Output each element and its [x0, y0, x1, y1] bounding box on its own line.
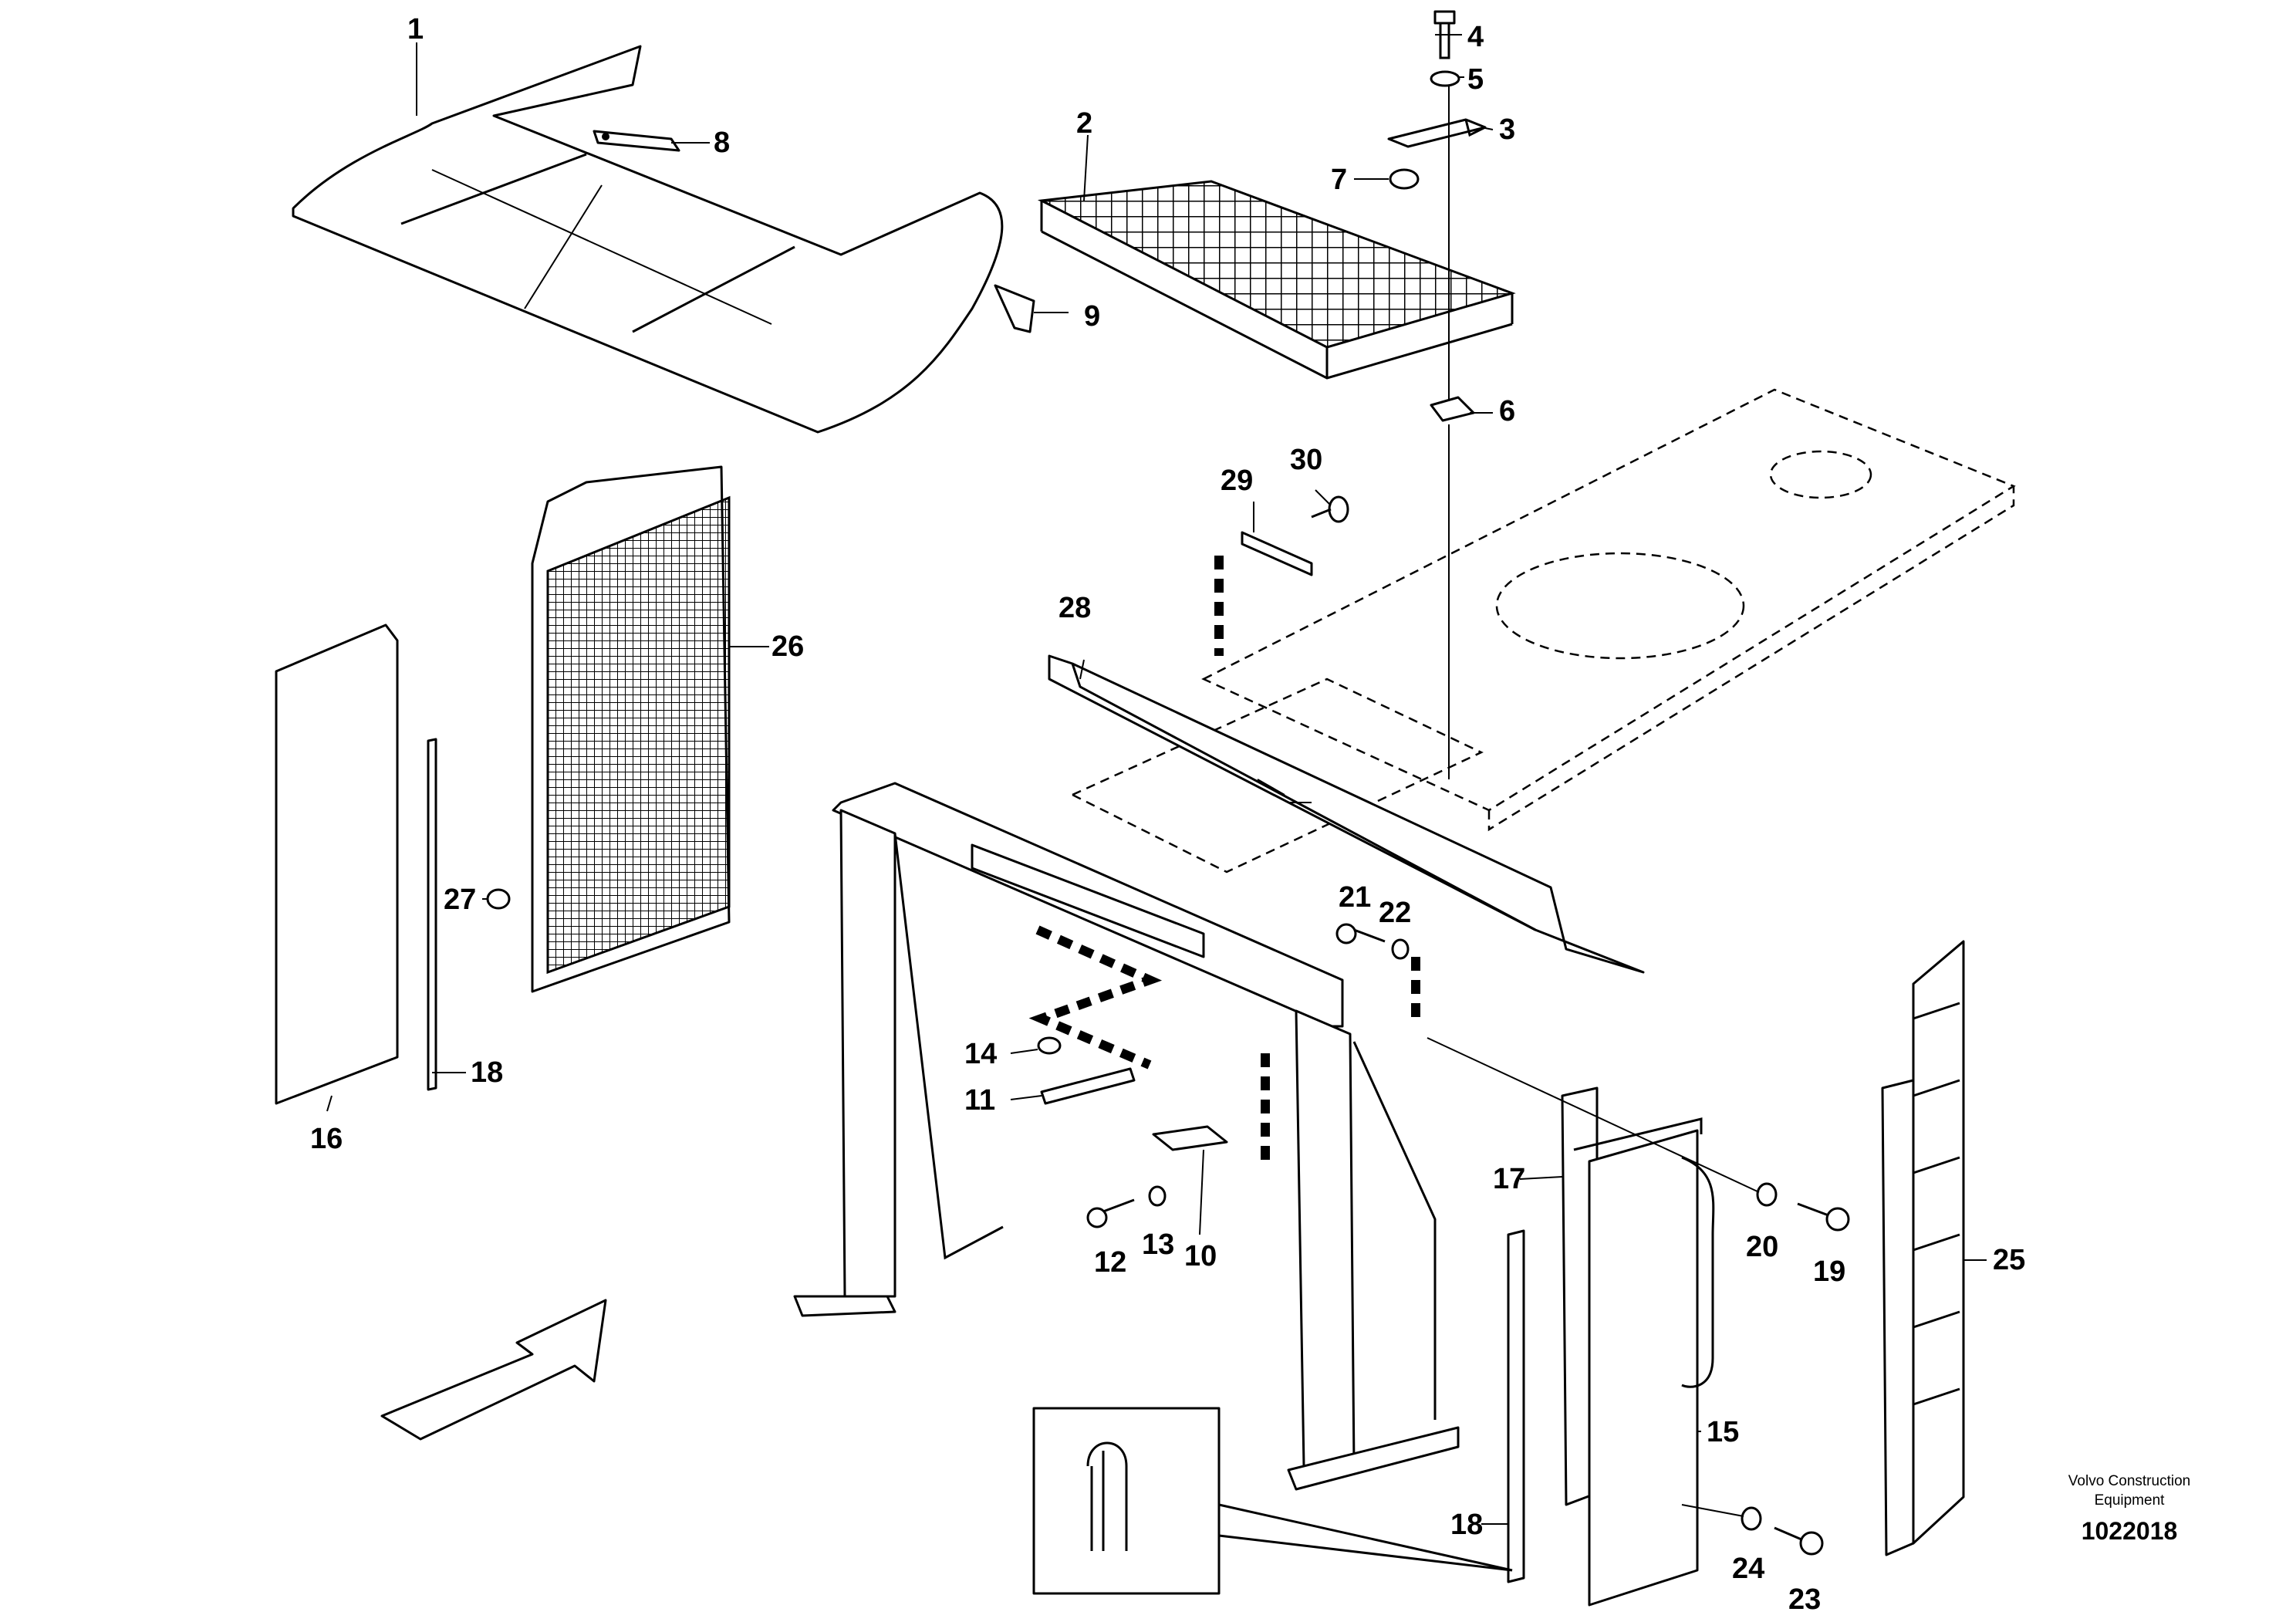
brand-line-2: Equipment: [2095, 1492, 2166, 1509]
document-number: 1022018: [2082, 1517, 2178, 1545]
washer-13: [1148, 1185, 1167, 1207]
callout-16: 16: [310, 1123, 343, 1155]
callout-20: 20: [1746, 1231, 1778, 1263]
assembly-line-24: [1681, 1504, 1744, 1517]
brand-line-1: Volvo Construction: [2068, 1473, 2190, 1489]
callout-18-right: 18: [1450, 1509, 1483, 1541]
washer-5: [1430, 70, 1460, 87]
washer-20: [1756, 1182, 1778, 1207]
clamp-plate: [1387, 118, 1487, 148]
callout-2: 2: [1076, 107, 1092, 140]
callout-25: 25: [1993, 1244, 2025, 1276]
bracket-11: [1040, 1067, 1136, 1105]
callout-12: 12: [1094, 1246, 1126, 1279]
bolt-12: [1086, 1198, 1135, 1228]
callout-27: 27: [444, 884, 476, 916]
hood-cover: [292, 45, 1004, 434]
leader-lines: [326, 34, 1987, 1525]
bolt-21: [1335, 923, 1386, 944]
bolt-23: [1774, 1526, 1824, 1556]
callout-29: 29: [1221, 465, 1253, 497]
nut-7: [1389, 168, 1420, 190]
grating: [1037, 180, 1516, 380]
bolt-19: [1797, 1202, 1850, 1232]
callout-28: 28: [1059, 592, 1091, 624]
callout-30: 30: [1290, 444, 1322, 476]
callout-18-left: 18: [471, 1056, 503, 1089]
washer-24: [1741, 1506, 1762, 1531]
doc-footer: Volvo Construction Equipment 1022018: [2068, 1473, 2190, 1545]
callout-17: 17: [1493, 1163, 1525, 1195]
seal-strip-18-left: [427, 738, 437, 1091]
detail-inset: [1032, 1407, 1513, 1595]
bolt-30: [1311, 495, 1349, 523]
side-panel-16: [275, 623, 399, 1105]
callout-19: 19: [1813, 1255, 1845, 1288]
fastener-27: [486, 888, 511, 910]
bolt-4: [1433, 10, 1456, 59]
callout-6: 6: [1499, 395, 1515, 427]
callout-21: 21: [1339, 881, 1371, 914]
callout-3: 3: [1499, 113, 1515, 146]
callout-15: 15: [1707, 1416, 1739, 1448]
callout-24: 24: [1732, 1553, 1764, 1585]
callout-10: 10: [1184, 1240, 1217, 1272]
callout-8: 8: [714, 127, 730, 159]
platform-outline: [1070, 388, 2016, 874]
door-panel-15: [1573, 1117, 1715, 1607]
assembly-line-15: [1427, 1037, 1760, 1193]
bracket-9: [994, 284, 1035, 333]
callout-11: 11: [964, 1084, 995, 1117]
clip-6: [1430, 396, 1475, 422]
bracket-10: [1152, 1125, 1228, 1151]
seal-strip-18-right: [1507, 1229, 1525, 1583]
callout-5: 5: [1467, 63, 1484, 96]
plate-29: [1241, 531, 1313, 576]
callout-22: 22: [1379, 897, 1411, 929]
callout-7: 7: [1331, 164, 1347, 196]
callout-9: 9: [1084, 300, 1100, 333]
callout-4: 4: [1467, 21, 1484, 53]
callout-labels: 1 2 3 4 5 6 7 8 9 10 11 12 13 14 15 16 1…: [310, 13, 2025, 1616]
callout-23: 23: [1788, 1583, 1821, 1616]
front-beam: [1048, 654, 1645, 974]
bracket-8: [593, 130, 680, 152]
side-grille: [531, 465, 731, 993]
direction-arrow: [380, 1299, 607, 1441]
washer-22: [1391, 938, 1410, 960]
callout-13: 13: [1142, 1228, 1174, 1261]
callout-1: 1: [407, 13, 424, 46]
callout-14: 14: [964, 1038, 997, 1070]
nut-14: [1037, 1036, 1062, 1055]
callout-26: 26: [772, 630, 804, 663]
main-frame: [793, 782, 1460, 1491]
side-guard-25: [1881, 940, 1965, 1556]
